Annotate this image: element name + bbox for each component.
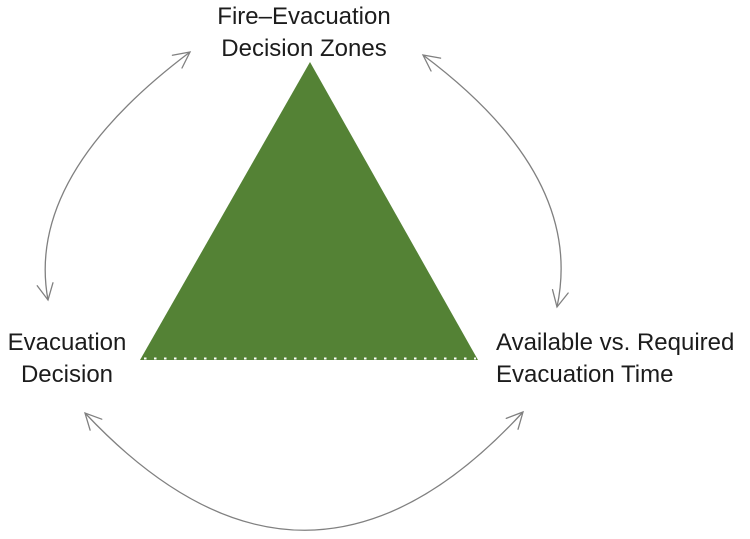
node-label-line: Available vs. Required xyxy=(496,329,735,356)
node-label-line: Fire–Evacuation xyxy=(217,3,391,30)
node-label-line: Evacuation xyxy=(7,329,127,356)
node-label-line: Decision xyxy=(20,361,114,388)
arrow-left-connector xyxy=(36,51,192,302)
arrow-right-connector xyxy=(421,54,569,309)
triangle-shape xyxy=(140,62,478,360)
node-label-fire-evacuation-decision-zones: Fire–Evacuation Decision Zones xyxy=(154,1,454,65)
node-label-available-vs-required-evacuation-time: Available vs. Required Evacuation Time xyxy=(496,327,750,391)
node-label-evacuation-decision: Evacuation Decision xyxy=(0,327,134,391)
node-label-line: Decision Zones xyxy=(221,35,387,62)
arrow-bottom-connector xyxy=(84,410,524,531)
node-label-line: Evacuation Time xyxy=(496,361,674,388)
